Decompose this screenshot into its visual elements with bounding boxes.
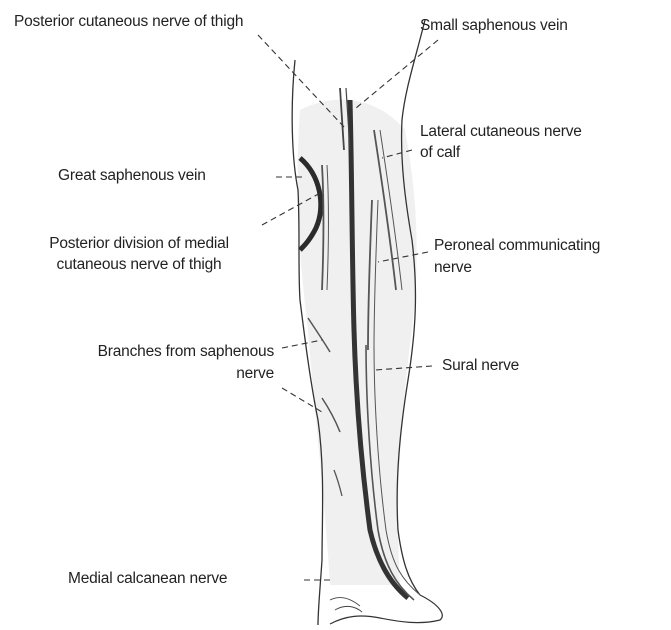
label-branches-saphenous-line2: nerve bbox=[20, 364, 274, 383]
label-great-saphenous-vein: Great saphenous vein bbox=[58, 166, 206, 185]
leader-small-saphenous bbox=[356, 40, 438, 108]
label-posterior-division-line2: cutaneous nerve of thigh bbox=[8, 255, 270, 274]
label-lateral-cutaneous-nerve-line2: of calf bbox=[420, 143, 460, 162]
label-medial-calcanean-nerve: Medial calcanean nerve bbox=[68, 569, 227, 588]
label-posterior-division-line1: Posterior division of medial bbox=[8, 234, 270, 253]
label-posterior-cutaneous-nerve-of-thigh: Posterior cutaneous nerve of thigh bbox=[14, 12, 243, 31]
label-small-saphenous-vein: Small saphenous vein bbox=[420, 16, 568, 35]
label-branches-saphenous-line1: Branches from saphenous bbox=[20, 342, 274, 361]
label-sural-nerve: Sural nerve bbox=[442, 356, 519, 375]
leg-shading bbox=[298, 100, 417, 585]
label-peroneal-communicating-line1: Peroneal communicating bbox=[434, 236, 600, 255]
heel-detail bbox=[330, 598, 362, 612]
foot-outline bbox=[330, 595, 442, 624]
label-peroneal-communicating-line2: nerve bbox=[434, 258, 472, 277]
label-lateral-cutaneous-nerve-line1: Lateral cutaneous nerve bbox=[420, 122, 582, 141]
